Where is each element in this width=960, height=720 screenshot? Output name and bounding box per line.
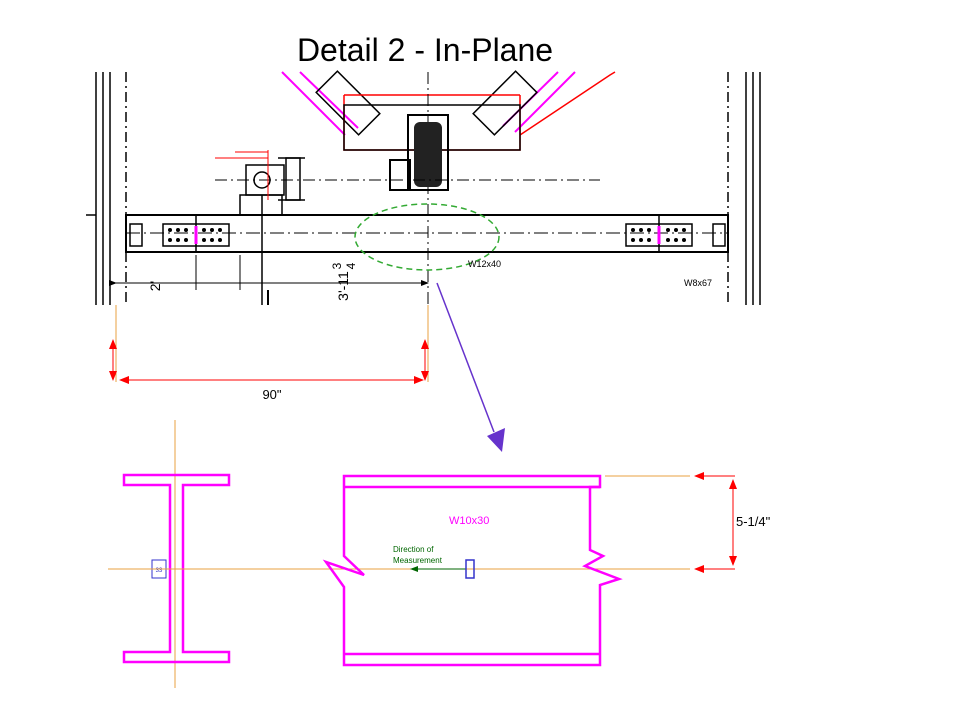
gusset-outline bbox=[343, 71, 616, 151]
right-bolt-plate bbox=[625, 223, 726, 247]
slide-title: Detail 2 - In-Plane bbox=[296, 32, 554, 68]
leader-arrow bbox=[436, 282, 505, 452]
beam-section-label: W10x30 bbox=[449, 515, 489, 527]
dim-90-group bbox=[109, 305, 429, 384]
dim-90: 90" bbox=[262, 387, 281, 402]
dim-depth: 5-1/4" bbox=[736, 514, 771, 529]
column-label-w8x67: W8x67 bbox=[684, 278, 712, 288]
direction-arrow bbox=[410, 559, 475, 579]
left-column bbox=[86, 72, 127, 305]
direction-line1: Direction of bbox=[393, 545, 434, 554]
dim-frac-top: 3 bbox=[330, 262, 344, 269]
left-bolt-plate bbox=[129, 223, 230, 247]
dim-3ft: 3'-11 bbox=[335, 271, 351, 301]
direction-line2: Measurement bbox=[393, 556, 443, 565]
svg-text:33: 33 bbox=[156, 568, 163, 574]
top-dimensions bbox=[109, 255, 429, 305]
right-column bbox=[727, 72, 761, 305]
highlight-circle bbox=[354, 203, 500, 271]
beam-section bbox=[322, 474, 623, 667]
diagonal-braces bbox=[281, 71, 576, 136]
left-actuator-markings bbox=[215, 150, 269, 200]
top-detail: W12x40 W8x67 2' 3'-11 3 4 bbox=[86, 70, 761, 320]
dim-2ft: 2' bbox=[147, 281, 163, 291]
beam-label-w12x40: W12x40 bbox=[468, 259, 501, 269]
column-i-section: 33 bbox=[122, 420, 231, 688]
brace-plates bbox=[315, 70, 538, 136]
dim-depth-group bbox=[694, 472, 737, 573]
jack-assembly bbox=[389, 114, 449, 191]
dim-frac-bottom: 4 bbox=[344, 262, 358, 269]
